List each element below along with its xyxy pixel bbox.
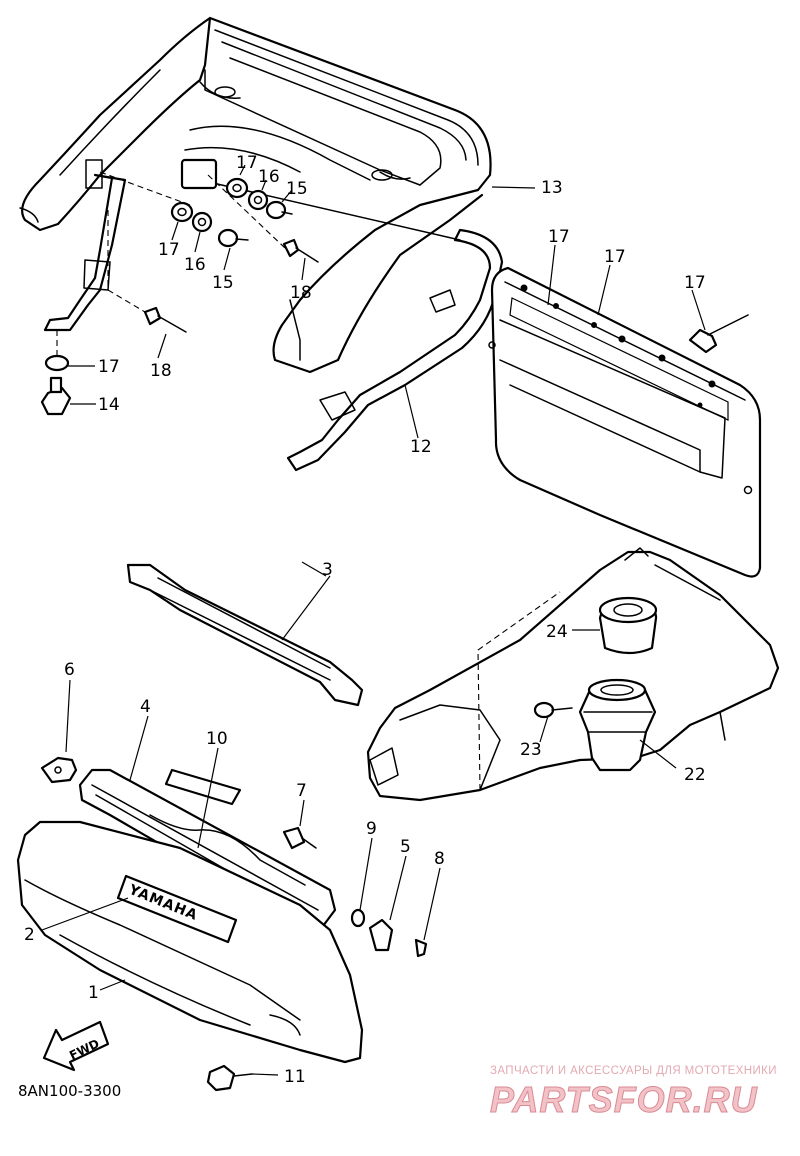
- callout-16-upper: 16: [258, 167, 280, 187]
- leader-lines: [41, 164, 706, 1076]
- callout-18-left: 18: [150, 361, 172, 381]
- callout-4: 4: [140, 697, 151, 717]
- callout-21: 17: [548, 227, 570, 247]
- callout-17-lower: 17: [98, 357, 120, 377]
- part-6-clip: [40, 756, 78, 784]
- callout-15-upper: 15: [286, 179, 308, 199]
- callout-13: 13: [541, 178, 563, 198]
- callout-9: 9: [366, 819, 377, 839]
- part-4-inner-panel: [78, 768, 337, 932]
- part-10-tape: [164, 768, 242, 806]
- callout-19: 17: [604, 247, 626, 267]
- fuel-tank-body: [366, 547, 780, 802]
- callout-5: 5: [400, 837, 411, 857]
- callout-3: 3: [322, 560, 333, 580]
- callout-17-mid: 17: [158, 240, 180, 260]
- callout-17-upper: 17: [236, 153, 258, 173]
- callout-7: 7: [296, 781, 307, 801]
- callout-14: 14: [98, 395, 120, 415]
- part-20-rivet: [688, 314, 749, 354]
- part-19-mud-flap: [488, 266, 762, 578]
- callout-8: 8: [434, 849, 445, 869]
- callout-24: 24: [546, 622, 568, 642]
- part-1-front-cover: [16, 820, 364, 1064]
- callout-10: 10: [206, 729, 228, 749]
- callout-18-right: 18: [290, 283, 312, 303]
- callout-6: 6: [64, 660, 75, 680]
- fastener-cluster-upper: [40, 158, 319, 416]
- watermark-logo: PARTSFOR.RU: [490, 1079, 758, 1120]
- part-22-filler-neck: [578, 678, 657, 772]
- callout-1: 1: [88, 983, 99, 1003]
- fwd-arrow-icon: FWD: [42, 1020, 110, 1072]
- small-hardware: [350, 908, 428, 958]
- part-3-bracket: [126, 563, 364, 707]
- callout-16-lower: 16: [184, 255, 206, 275]
- part-23-screw: [533, 701, 573, 719]
- watermark: ЗАПЧАСТИ И АКСЕССУАРЫ ДЛЯ МОТОТЕХНИКИ PA…: [490, 1065, 777, 1121]
- part-24-seal: [598, 596, 658, 655]
- part-7-grommet: [282, 826, 317, 850]
- part-11-bolt: [206, 1064, 253, 1092]
- callout-23: 23: [520, 740, 542, 760]
- callout-2: 2: [24, 925, 35, 945]
- callout-11: 11: [284, 1067, 306, 1087]
- drawing-code: 8AN100-3300: [18, 1082, 121, 1100]
- watermark-tagline: ЗАПЧАСТИ И АКСЕССУАРЫ ДЛЯ МОТОТЕХНИКИ: [490, 1065, 777, 1077]
- left-mounting-stay: [43, 159, 127, 332]
- callout-20: 17: [684, 273, 706, 293]
- callout-22: 22: [684, 765, 706, 785]
- callout-labels: 13 17 17 17 12 3 24 22 23 6 4 10 7 9 5 8…: [24, 153, 706, 1087]
- part-13-rear-rack: [19, 16, 492, 374]
- callout-15-lower: 15: [212, 273, 234, 293]
- callout-12: 12: [410, 437, 432, 457]
